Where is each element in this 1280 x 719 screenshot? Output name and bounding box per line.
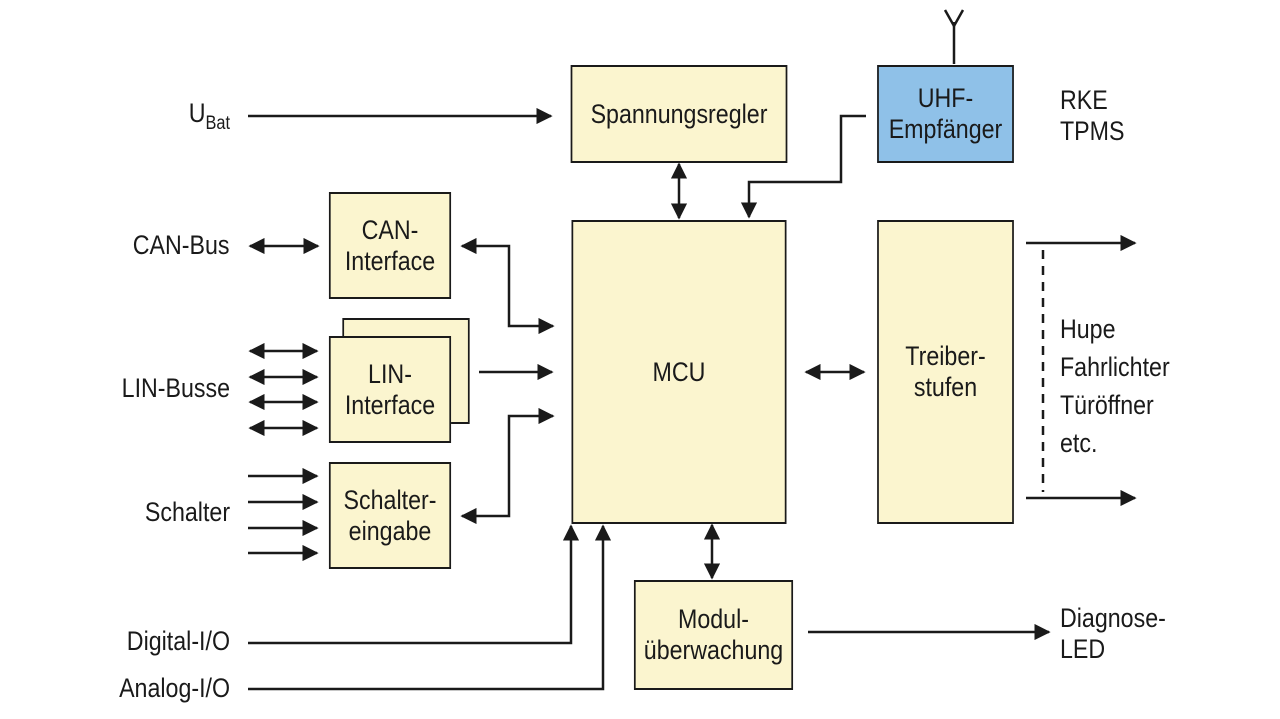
block-modulueberwachung: Modul- überwachung xyxy=(633,580,794,690)
label-output-fahrlichter: Fahrlichter xyxy=(1060,352,1170,382)
label-lin-busse: LIN-Busse xyxy=(121,373,230,403)
block-schalter-eingabe: Schalter- eingabe xyxy=(328,462,452,569)
label-schalter: Schalter xyxy=(144,497,230,527)
block-schalter-line-2: eingabe xyxy=(348,515,432,546)
label-ubat-subscript: Bat xyxy=(205,113,230,134)
block-treiber-line-2: stufen xyxy=(913,372,978,402)
block-can-line-2: Interface xyxy=(344,245,436,276)
label-diagnose-line-1: Diagnose- xyxy=(1060,603,1166,633)
uhf-mcu-arrow xyxy=(740,114,866,219)
label-analog-io: Analog-I/O xyxy=(118,673,230,703)
block-treiber-line-1: Treiber- xyxy=(905,341,986,371)
label-diagnose-led: Diagnose- LED xyxy=(1060,603,1166,665)
label-output-tueroeffner: Türöffner xyxy=(1060,390,1154,420)
label-ubat-text: UBat xyxy=(188,98,230,134)
label-ubat: UBat xyxy=(189,98,230,139)
block-spannungsregler: Spannungsregler xyxy=(570,65,788,163)
block-lin-line-2: Interface xyxy=(344,389,436,420)
label-rke: RKE xyxy=(1060,85,1108,115)
block-uhf-line-1: UHF- xyxy=(917,83,974,113)
block-uhf-empfaenger: UHF- Empfänger xyxy=(877,65,1014,163)
label-diagnose-line-2: LED xyxy=(1060,634,1106,664)
label-digital-io: Digital-I/O xyxy=(126,626,230,656)
block-schalter-line-1: Schalter- xyxy=(343,484,437,515)
block-modul-line-1: Modul- xyxy=(678,604,749,634)
block-lin-interface: LIN- Interface xyxy=(328,336,452,443)
digital-io-arrow xyxy=(248,524,580,645)
block-lin-line-1: LIN- xyxy=(368,358,412,389)
label-output-etc: etc. xyxy=(1060,428,1098,458)
block-uhf-line-2: Empfänger xyxy=(888,114,1003,144)
block-treiberstufen: Treiber- stufen xyxy=(877,220,1014,524)
block-can-line-1: CAN- xyxy=(361,214,419,245)
block-spannungsregler-line-1: Spannungsregler xyxy=(590,98,768,129)
antenna-icon xyxy=(943,9,965,29)
block-mcu: MCU xyxy=(571,220,787,524)
label-output-hupe: Hupe xyxy=(1060,314,1116,344)
label-rke-tpms: RKE TPMS xyxy=(1060,85,1125,147)
block-mcu-line-1: MCU xyxy=(652,356,706,387)
label-outputs: Hupe Fahrlichter Türöffner etc. xyxy=(1060,310,1170,462)
block-can-interface: CAN- Interface xyxy=(328,192,452,299)
can-mcu-arrow xyxy=(460,237,555,335)
schalter-mcu-arrow xyxy=(460,407,555,525)
block-modul-line-2: überwachung xyxy=(643,635,784,665)
label-tpms: TPMS xyxy=(1060,116,1125,146)
analog-io-arrow xyxy=(248,524,612,691)
label-can-bus: CAN-Bus xyxy=(133,230,230,260)
